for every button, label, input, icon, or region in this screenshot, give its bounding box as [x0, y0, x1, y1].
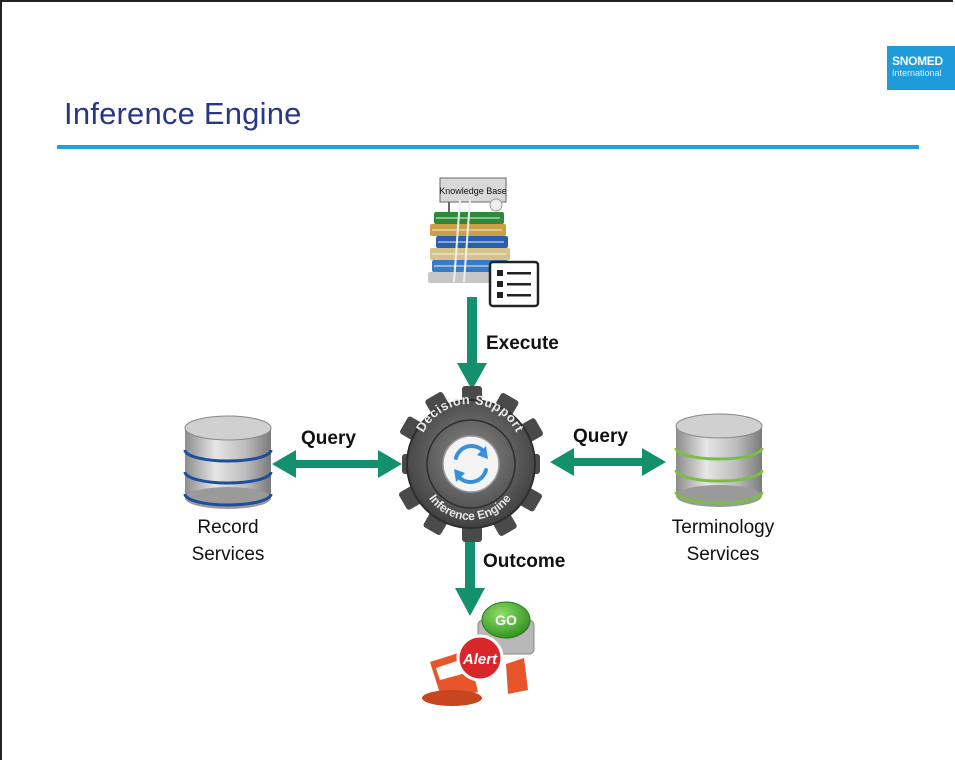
refresh-icon — [454, 444, 488, 484]
knowledge-base-icon: Knowledge Base — [428, 177, 540, 308]
inference-engine-gear-icon: Decision Support Inference Engine — [399, 386, 543, 542]
page-title: Inference Engine — [64, 96, 302, 131]
terminology-label-line1: Terminology — [671, 517, 775, 538]
terminology-label-line2: Services — [686, 544, 760, 565]
terminology-services-label: Terminology Services — [648, 514, 798, 568]
logo-main-text: SNOMED — [892, 54, 943, 68]
record-label-line2: Services — [191, 544, 265, 565]
execute-label: Execute — [486, 333, 559, 354]
query-right-arrow — [550, 448, 666, 476]
knowledge-base-sign — [439, 177, 507, 203]
alert-icon: Alert — [422, 634, 528, 706]
record-database-icon — [183, 415, 273, 509]
diagram-canvas: Knowledge Base — [183, 177, 764, 706]
snomed-logo: SNOMED International — [887, 46, 955, 90]
logo-sub-text: International — [892, 68, 942, 78]
execute-arrow — [457, 297, 487, 390]
record-services-label: Record Services — [168, 514, 288, 568]
query-left-label: Query — [301, 428, 356, 449]
alert-text: Alert — [462, 651, 498, 668]
title-divider — [57, 145, 919, 149]
query-right-label: Query — [573, 426, 628, 447]
query-left-arrow — [272, 450, 402, 478]
outcome-arrow — [455, 531, 485, 616]
outcome-label: Outcome — [483, 551, 566, 572]
terminology-database-icon — [674, 413, 764, 507]
record-label-line1: Record — [197, 517, 259, 538]
knowledge-base-sign-text: Knowledge Base — [439, 186, 507, 196]
go-button-text: GO — [495, 612, 517, 628]
